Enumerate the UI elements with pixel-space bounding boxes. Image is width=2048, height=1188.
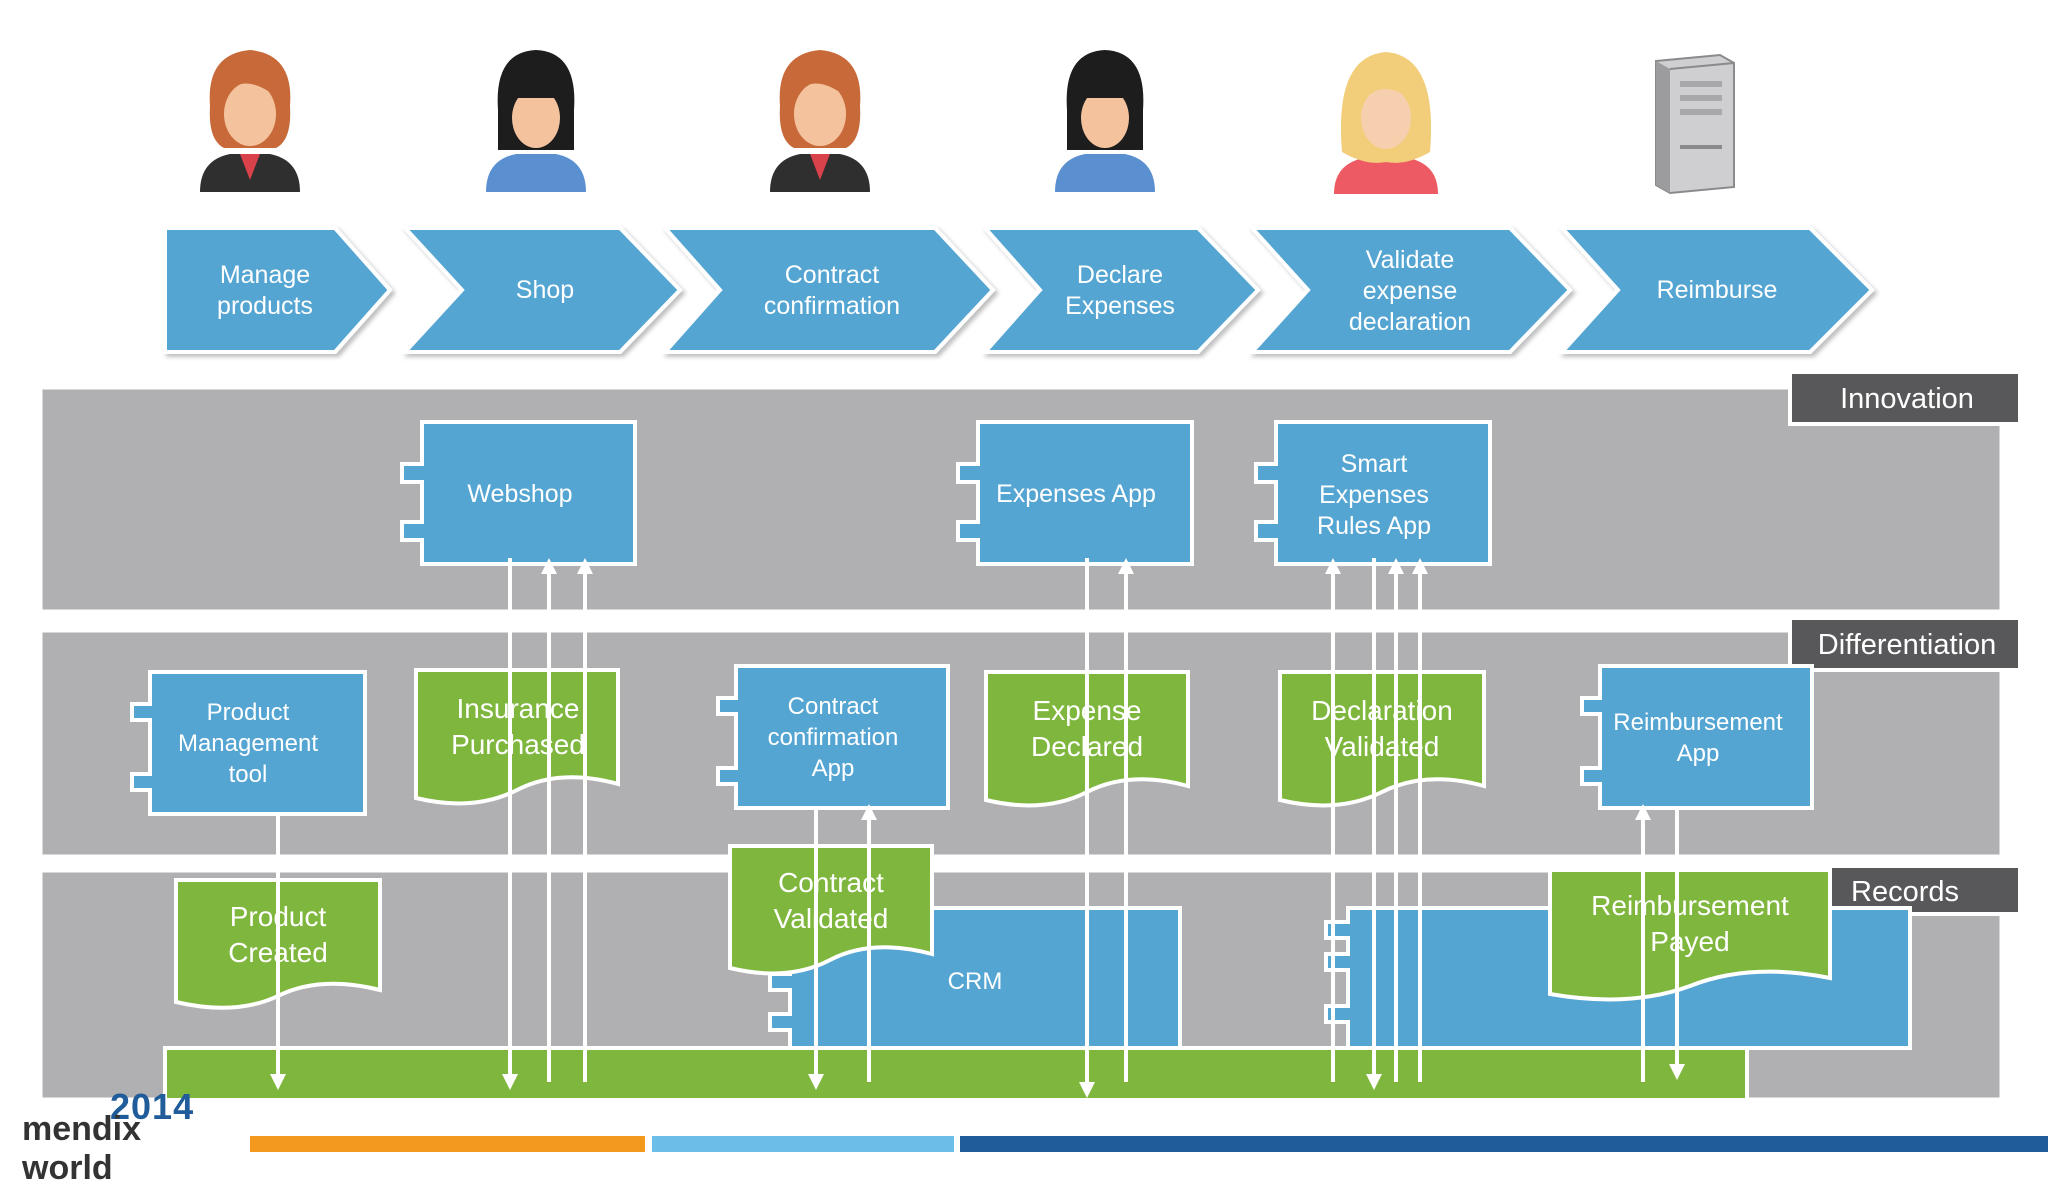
svg-text:Insurance: Insurance: [457, 693, 580, 724]
svg-text:Contract: Contract: [785, 261, 880, 289]
svg-text:Shop: Shop: [516, 276, 574, 304]
footer-stripe-orange: [250, 1136, 645, 1152]
person-blackhair-blue-icon: [486, 50, 586, 192]
logo-name: mendix world: [22, 1110, 142, 1187]
app-product-management-tool: Product Management tool: [130, 670, 367, 816]
event-bus: [163, 1046, 1749, 1102]
svg-text:Management: Management: [178, 730, 318, 757]
svg-text:Contract: Contract: [778, 867, 884, 898]
diagram-canvas: Innovation Differentiation Records CRM M…: [40, 50, 2022, 1102]
svg-text:Expenses App: Expenses App: [996, 480, 1156, 508]
person-redhair-suit-icon: [200, 50, 300, 192]
svg-text:CRM: CRM: [948, 968, 1003, 995]
step-validate-expense-declaration: Validate expense declaration: [1247, 226, 1573, 354]
svg-text:Declare: Declare: [1077, 261, 1163, 289]
svg-text:Smart: Smart: [1341, 450, 1408, 478]
person-redhair-suit-icon: [770, 50, 870, 192]
svg-text:Validate: Validate: [1366, 246, 1455, 274]
svg-text:products: products: [217, 292, 313, 320]
svg-text:Innovation: Innovation: [1840, 383, 1974, 415]
svg-text:Reimbursement: Reimbursement: [1613, 709, 1783, 736]
layer-label-innovation: Innovation: [1788, 370, 2022, 426]
svg-text:confirmation: confirmation: [764, 292, 900, 320]
person-blonde-icon: [1334, 52, 1438, 194]
event-reimbursement-payed: Reimbursement Payed: [1548, 868, 1832, 1002]
step-contract-confirmation: Contract confirmation: [660, 226, 996, 354]
app-expenses-app: Expenses App: [956, 420, 1194, 566]
step-declare-expenses: Declare Expenses: [980, 226, 1261, 354]
footer-stripe-lightblue: [652, 1136, 954, 1152]
connector-arrows: [270, 558, 1685, 1098]
svg-text:Reimbursement: Reimbursement: [1591, 890, 1789, 921]
svg-text:tool: tool: [229, 761, 268, 788]
step-reimburse: Reimburse: [1557, 226, 1875, 354]
svg-text:App: App: [1677, 740, 1720, 767]
server-icon: [1655, 53, 1735, 195]
logo-year: 2014: [110, 1086, 195, 1127]
svg-text:Records: Records: [1851, 876, 1959, 908]
app-webshop: Webshop: [400, 420, 637, 566]
process-chevrons: Manage products Shop Contract confirmati…: [163, 226, 1875, 354]
svg-text:Webshop: Webshop: [467, 480, 572, 508]
app-reimbursement-app: Reimbursement App: [1580, 664, 1814, 810]
svg-text:Payed: Payed: [1650, 926, 1729, 957]
svg-text:Rules App: Rules App: [1317, 512, 1431, 540]
svg-text:App: App: [812, 755, 855, 782]
footer-stripe-navy: [960, 1136, 2048, 1152]
mendix-world-logo: 2014 mendix world: [22, 1086, 232, 1187]
svg-text:Reimburse: Reimburse: [1657, 276, 1778, 304]
app-contract-confirmation-app: Contract confirmation App: [716, 664, 950, 810]
svg-text:Differentiation: Differentiation: [1818, 629, 1996, 661]
person-blackhair-blue-icon: [1055, 50, 1155, 192]
svg-text:Contract: Contract: [788, 693, 879, 720]
step-shop: Shop: [400, 226, 683, 354]
svg-text:Validated: Validated: [774, 903, 889, 934]
svg-text:Expenses: Expenses: [1065, 292, 1175, 320]
svg-text:Expenses: Expenses: [1319, 481, 1429, 509]
event-insurance-purchased: Insurance Purchased: [414, 668, 620, 806]
app-smart-expenses-rules-app: Smart Expenses Rules App: [1254, 420, 1492, 566]
svg-text:Product: Product: [207, 699, 290, 726]
svg-text:Validated: Validated: [1325, 731, 1440, 762]
svg-text:Manage: Manage: [220, 261, 310, 289]
svg-text:declaration: declaration: [1349, 308, 1471, 336]
svg-text:confirmation: confirmation: [768, 724, 899, 751]
layer-label-differentiation: Differentiation: [1788, 616, 2022, 672]
svg-text:Purchased: Purchased: [451, 729, 585, 760]
svg-text:expense: expense: [1363, 277, 1458, 305]
step-manage-products: Manage products: [163, 226, 393, 354]
